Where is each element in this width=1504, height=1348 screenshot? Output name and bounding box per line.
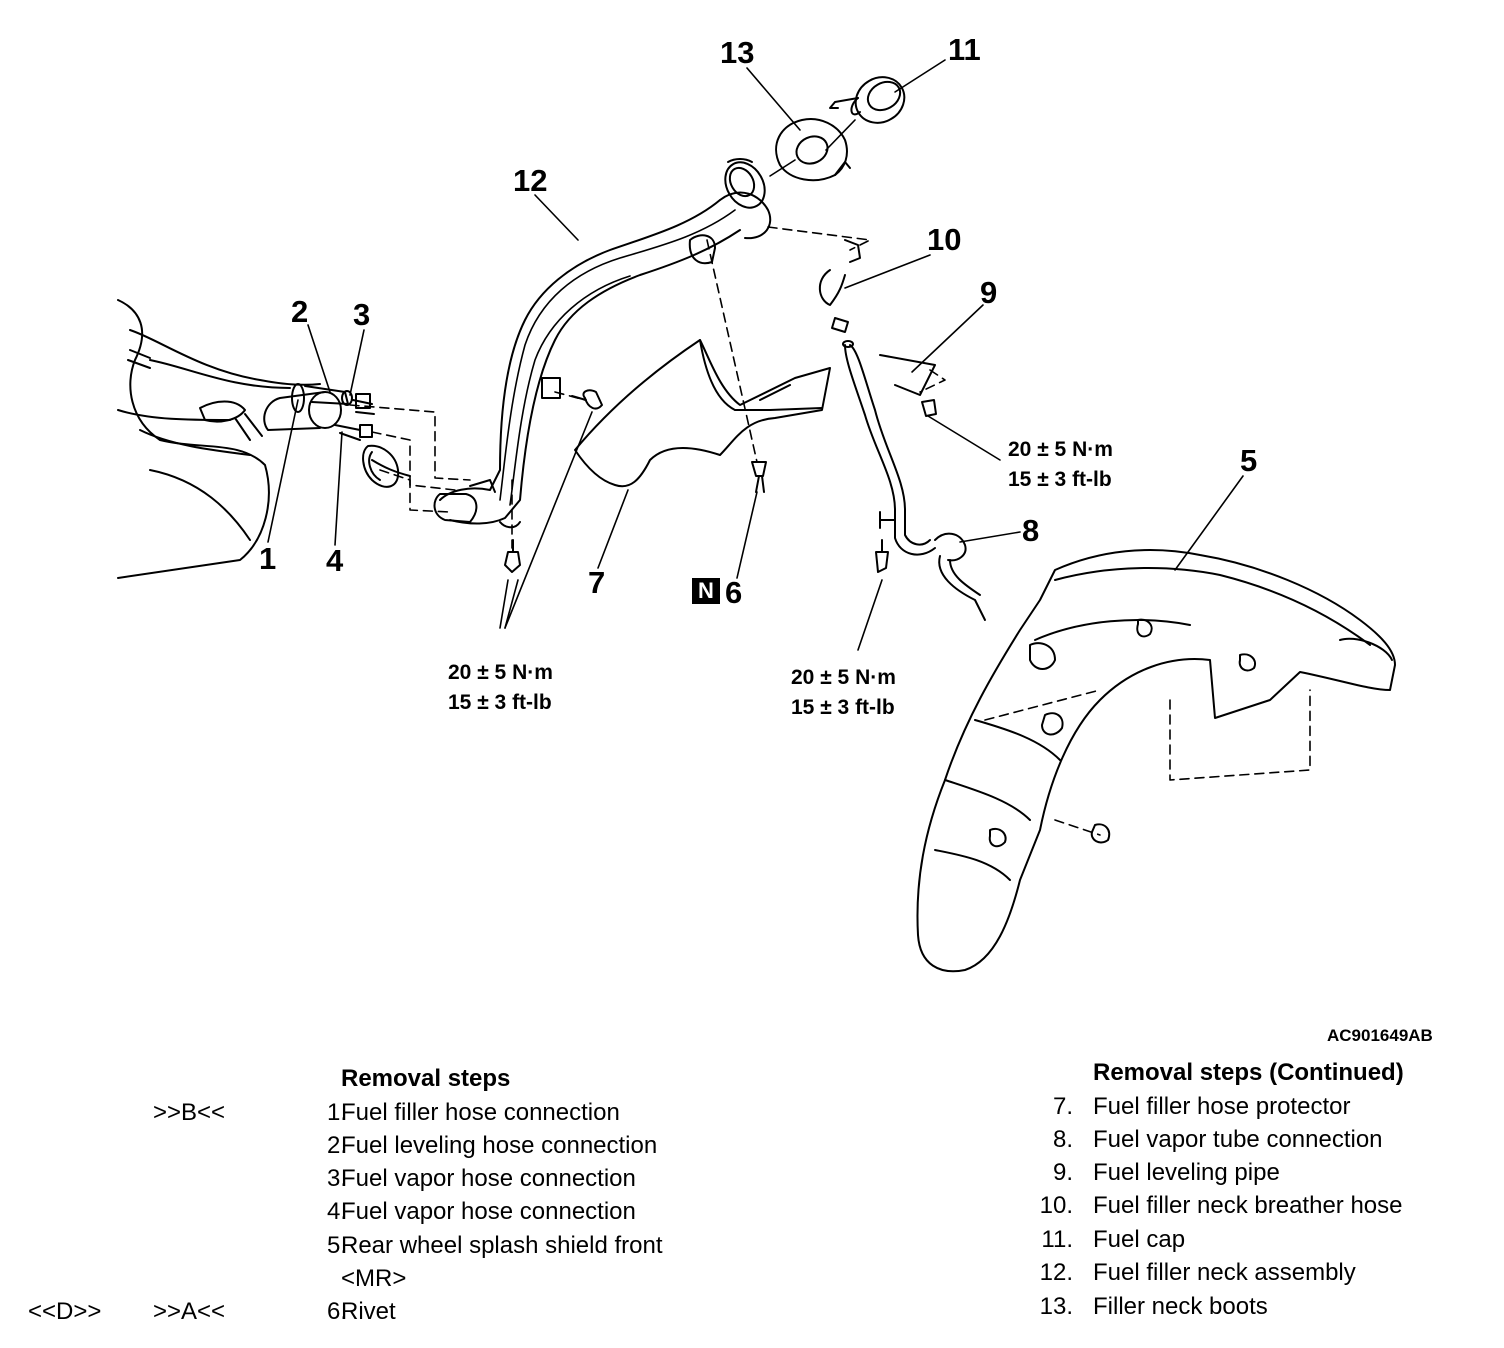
torque-spec-right: 20 ± 5 N·m 15 ± 3 ft-lb [1008,435,1113,495]
callout-3: 3 [353,297,371,332]
step-number: 10. [1039,1192,1073,1219]
step-label: Rivet [341,1298,396,1325]
torque-imperial: 15 ± 3 ft-lb [448,691,552,714]
torque-metric: 20 ± 5 N·m [791,666,896,689]
torque-spec-left: 20 ± 5 N·m 15 ± 3 ft-lb [448,658,553,718]
dashed-leader-left [349,226,1101,836]
torque-metric: 20 ± 5 N·m [1008,438,1113,461]
callout-12-13-top: 13 [720,35,755,70]
torque-imperial: 15 ± 3 ft-lb [1008,468,1112,491]
step-label-continuation: <MR> [341,1265,407,1292]
rivet [751,461,767,493]
step-number: 13. [1039,1293,1073,1320]
step-label: Fuel filler hose protector [1093,1093,1351,1120]
exploded-diagram: 1 2 3 4 5 6 7 8 9 10 11 13 12 N 20 ± 5 N… [117,32,1433,1045]
procedure-mark-b: >>B<< [153,1099,226,1126]
callout-5: 5 [1240,443,1258,478]
callout-12: 12 [513,163,548,198]
callout-7: 7 [588,565,606,600]
step-label: Fuel vapor hose connection [341,1165,636,1192]
step-number: 4. [326,1198,347,1225]
filler-neck-assembly [433,158,772,529]
step-number: 12. [1039,1259,1073,1286]
callout-6: 6 [725,575,743,610]
torque-imperial: 15 ± 3 ft-lb [791,696,895,719]
step-number: 5. [326,1232,347,1259]
removal-steps-title: Removal steps [341,1065,511,1092]
callout-4: 4 [326,543,344,578]
step-number: 1. [326,1099,347,1126]
torque-metric: 20 ± 5 N·m [448,661,553,684]
diagram-artwork [117,59,1396,973]
callout-9: 9 [980,275,998,310]
step-label: Filler neck boots [1093,1293,1268,1320]
bolts-left [499,389,603,629]
step-label: Fuel filler neck assembly [1093,1259,1356,1286]
step-label: Rear wheel splash shield front [341,1232,663,1259]
step-label: Fuel leveling pipe [1093,1159,1280,1186]
procedure-mark-a: <<D>> [28,1298,102,1325]
step-label: Fuel cap [1093,1226,1186,1253]
step-number: 8. [1052,1126,1073,1153]
filler-hose-protector [574,339,831,488]
fuel-tank [117,299,321,579]
step-number: 3. [326,1165,347,1192]
callout-8: 8 [1022,513,1040,548]
callout-1: 1 [259,541,277,576]
step-label: Fuel filler hose connection [341,1099,620,1126]
breather-and-leveling-pipe [818,239,986,621]
removal-steps-continued-title: Removal steps (Continued) [1093,1059,1404,1086]
step-number: 7. [1052,1093,1073,1120]
step-number: 11. [1041,1226,1073,1253]
step-label: Fuel vapor hose connection [341,1198,636,1225]
step-label: Fuel leveling hose connection [341,1132,658,1159]
new-part-badge: N [692,578,720,604]
procedure-mark-b: >>A<< [153,1298,226,1325]
fuel-cap-and-boot [769,76,906,182]
callout-10: 10 [927,222,962,257]
torque-spec-middle: 20 ± 5 N·m 15 ± 3 ft-lb [791,663,896,723]
figure-code: AC901649AB [1327,1026,1433,1045]
callout-11: 11 [948,32,981,67]
step-number: 9. [1052,1159,1073,1186]
step-number: 6. [326,1298,347,1325]
step-number: 2. [326,1132,347,1159]
step-label: Fuel vapor tube connection [1093,1126,1383,1153]
callout-2: 2 [291,294,309,329]
rear-wheel-splash-shield [916,549,1396,973]
step-label: Fuel filler neck breather hose [1093,1192,1403,1219]
tank-hose-connections [263,383,411,488]
callout-leaders [267,59,1244,651]
